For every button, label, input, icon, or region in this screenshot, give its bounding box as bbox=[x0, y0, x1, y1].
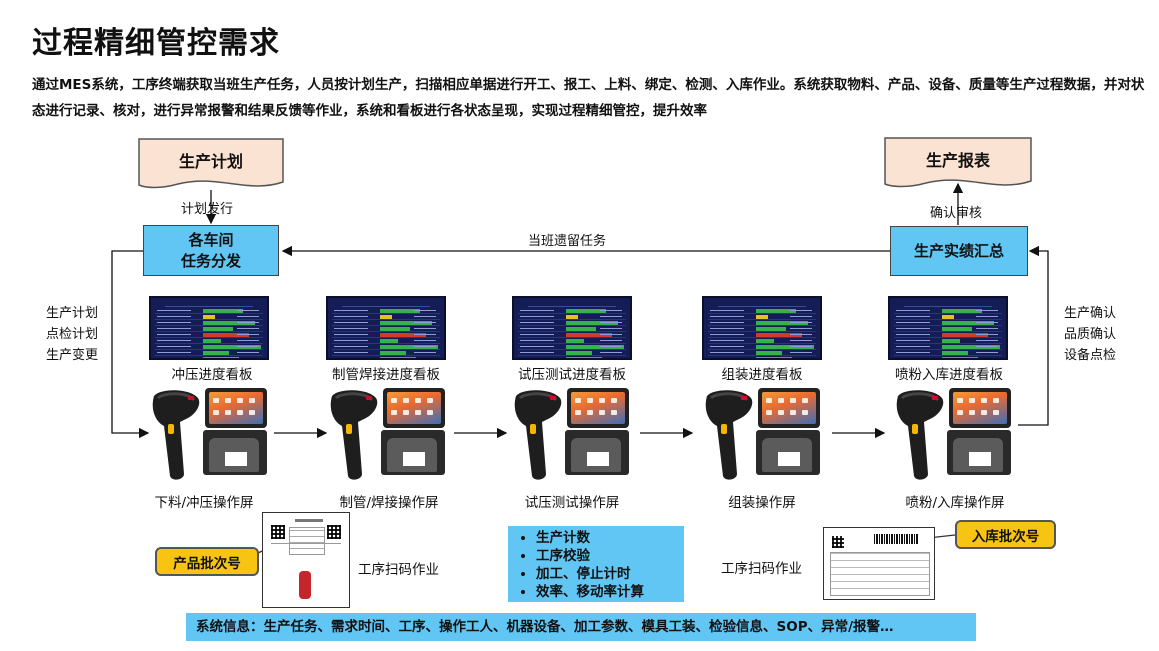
product-batch-ticket bbox=[262, 512, 350, 608]
inbound-batch-tag: 入库批次号 bbox=[955, 520, 1056, 549]
board-label-pressure-test: 试压测试进度看板 bbox=[518, 367, 626, 383]
right-note: 生产确认 bbox=[1064, 306, 1117, 321]
left-note: 生产变更 bbox=[46, 348, 99, 363]
function-bullets-box: 生产计数 工序校验 加工、停止计时 效率、移动率计算 bbox=[508, 526, 684, 602]
workstation-welding bbox=[328, 388, 458, 488]
right-notes: 生产确认 品质确认 设备点检 bbox=[1064, 303, 1116, 366]
qr-code-icon bbox=[271, 525, 285, 539]
scan-operation-left: 工序扫码作业 bbox=[358, 562, 439, 578]
qr-code-icon bbox=[327, 525, 341, 539]
product-batch-tag: 产品批次号 bbox=[155, 547, 259, 576]
station-label-pressure-test: 试压测试操作屏 bbox=[524, 495, 620, 511]
progress-board-welding bbox=[326, 296, 446, 360]
dispatch-box: 各车间 任务分发 bbox=[143, 225, 279, 276]
production-plan-label: 生产计划 bbox=[178, 152, 243, 171]
tablet-screen-icon bbox=[567, 388, 629, 428]
station-label-powder-coating: 喷粉/入库操作屏 bbox=[905, 495, 1005, 511]
board-label-stamping: 冲压进度看板 bbox=[171, 367, 253, 383]
right-note: 设备点检 bbox=[1064, 348, 1117, 363]
qr-code-icon bbox=[832, 536, 844, 548]
production-plan-doc: 生产计划 bbox=[138, 138, 284, 194]
bullet-item: 生产计数 bbox=[536, 529, 684, 547]
workstation-pressure-test bbox=[512, 388, 642, 488]
progress-board-powder-coating bbox=[888, 296, 1008, 360]
station-label-stamping: 下料/冲压操作屏 bbox=[154, 495, 254, 511]
leftover-task-label: 当班遗留任务 bbox=[528, 234, 607, 249]
summary-box: 生产实绩汇总 bbox=[890, 226, 1028, 276]
dispatch-line-1: 各车间 bbox=[188, 230, 234, 249]
workstation-powder-coating bbox=[894, 388, 1024, 488]
page-title: 过程精细管控需求 bbox=[32, 26, 280, 61]
production-report-label: 生产报表 bbox=[925, 151, 990, 170]
arrow-dispatch-to-station bbox=[111, 250, 150, 439]
label-printer-icon bbox=[203, 430, 267, 475]
workstation-stamping bbox=[150, 388, 280, 488]
intro-paragraph: 通过MES系统，工序终端获取当班生产任务，人员按计划生产，扫描相应单据进行开工、… bbox=[32, 77, 1145, 119]
left-notes: 生产计划 点检计划 生产变更 bbox=[46, 303, 98, 366]
dispatch-line-2: 任务分发 bbox=[180, 251, 241, 270]
label-printer-icon bbox=[565, 430, 629, 475]
board-label-assembly: 组装进度看板 bbox=[721, 367, 803, 383]
barcode-icon bbox=[874, 534, 918, 544]
tablet-screen-icon bbox=[205, 388, 267, 428]
station-label-assembly: 组装操作屏 bbox=[728, 495, 796, 511]
plan-issue-label: 计划发行 bbox=[181, 202, 234, 217]
bullet-item: 工序校验 bbox=[536, 547, 684, 565]
barcode-scanner-icon bbox=[514, 390, 562, 480]
board-label-powder-coating: 喷粉入库进度看板 bbox=[895, 367, 1003, 383]
station-label-welding: 制管/焊接操作屏 bbox=[339, 495, 439, 511]
system-info-bar: 系统信息：生产任务、需求时间、工序、操作工人、机器设备、加工参数、模具工装、检验… bbox=[186, 613, 976, 641]
product-cylinder-icon bbox=[299, 571, 311, 599]
production-report-doc: 生产报表 bbox=[884, 137, 1032, 193]
tablet-screen-icon bbox=[383, 388, 445, 428]
inbound-batch-ticket bbox=[823, 527, 935, 600]
progress-board-stamping bbox=[149, 296, 269, 360]
label-printer-icon bbox=[756, 430, 820, 475]
left-note: 生产计划 bbox=[46, 306, 99, 321]
progress-board-pressure-test bbox=[512, 296, 632, 360]
tablet-screen-icon bbox=[949, 388, 1011, 428]
bullet-item: 加工、停止计时 bbox=[536, 565, 684, 583]
confirm-review-label: 确认审核 bbox=[930, 206, 983, 221]
arrow-station-to-summary bbox=[1018, 245, 1049, 426]
barcode-scanner-icon bbox=[896, 390, 944, 480]
left-note: 点检计划 bbox=[46, 327, 99, 342]
barcode-scanner-icon bbox=[330, 390, 378, 480]
board-label-welding: 制管焊接进度看板 bbox=[332, 367, 440, 383]
bullet-item: 效率、移动率计算 bbox=[536, 583, 684, 601]
workstation-assembly bbox=[703, 388, 833, 488]
progress-board-assembly bbox=[702, 296, 822, 360]
barcode-scanner-icon bbox=[705, 390, 753, 480]
label-printer-icon bbox=[381, 430, 445, 475]
right-note: 品质确认 bbox=[1064, 327, 1117, 342]
scan-operation-right: 工序扫码作业 bbox=[721, 561, 802, 577]
tablet-screen-icon bbox=[758, 388, 820, 428]
label-printer-icon bbox=[947, 430, 1011, 475]
barcode-scanner-icon bbox=[152, 390, 200, 480]
